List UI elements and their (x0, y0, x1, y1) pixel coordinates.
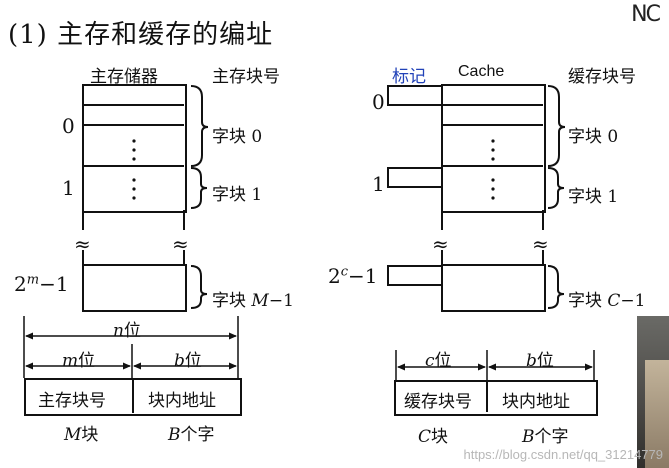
c-bits-var: c (425, 351, 435, 371)
cache-block-last-var: C (607, 291, 621, 311)
ellipsis-dot (491, 148, 495, 152)
ellipsis-dot (132, 148, 136, 152)
cache-address-block-field: 缓存块号 (404, 392, 472, 412)
cache-address-offset-field: 块内地址 (502, 392, 570, 412)
cache-label: Cache (458, 63, 505, 80)
main-break-mark-left: ≈ (74, 232, 91, 256)
cache-row-last-base: 2 (328, 264, 341, 288)
cache-brace-block-1 (547, 167, 565, 209)
presenter-figure (645, 360, 669, 468)
ellipsis-dot (132, 139, 136, 143)
cache-word-count: B个字 (522, 422, 569, 447)
cache-row-last: 2c−1 (328, 264, 378, 288)
cache-block-0-label: 字块 0 (568, 127, 619, 147)
main-row-last-suffix: −1 (39, 272, 69, 296)
main-row-0: 0 (62, 114, 75, 138)
main-word-count-var: B (168, 425, 181, 445)
cache-break-mark-right: ≈ (532, 232, 549, 256)
cache-brace-block-0 (547, 85, 566, 167)
corner-mark: NC (631, 2, 661, 27)
ellipsis-dot (132, 196, 136, 200)
tag-label: 标记 (392, 67, 426, 87)
main-memory-label: 主存储器 (90, 67, 158, 87)
cache-address-format (394, 380, 598, 416)
main-row-last-base: 2 (14, 272, 27, 296)
main-block-count-var: M (64, 425, 82, 445)
ellipsis-dot (491, 178, 495, 182)
main-brace-block-last (190, 265, 208, 309)
cache-row-last-exp: c (340, 264, 349, 280)
cache-row-last-suffix: −1 (348, 264, 378, 288)
main-block-last-suffix: −1 (268, 291, 294, 311)
cache-block-last-suffix: −1 (620, 291, 646, 311)
section-heading: (1) 主存和缓存的编址 (8, 20, 274, 50)
cache-block-last-prefix: 字块 (568, 291, 602, 311)
cache-last-block (441, 264, 546, 312)
n-bits-var: n (113, 321, 124, 341)
ellipsis-dot (491, 187, 495, 191)
watermark: https://blog.csdn.net/qq_31214779 (463, 447, 664, 462)
cache-row-1: 1 (372, 172, 385, 196)
main-row-last: 2m−1 (14, 272, 69, 296)
main-block-1-label: 字块 1 (212, 185, 263, 205)
ellipsis-dot (491, 196, 495, 200)
ellipsis-dot (491, 139, 495, 143)
main-row-last-exp: m (26, 272, 40, 288)
main-block-count-unit: 块 (81, 425, 99, 445)
main-address-block-field: 主存块号 (38, 391, 106, 411)
main-block-last-var: M (251, 291, 269, 311)
main-block-last-prefix: 字块 (212, 291, 246, 311)
main-block-last-label: 字块 M−1 (212, 286, 294, 311)
cache-word-count-unit: 个字 (534, 427, 569, 447)
cache-b-bits-var: b (526, 351, 537, 371)
main-brace-block-1 (190, 167, 208, 209)
main-row-1: 1 (62, 176, 75, 200)
cache-block-1-label: 字块 1 (568, 187, 619, 207)
main-address-offset-field: 块内地址 (148, 391, 216, 411)
main-block-0-label: 字块 0 (212, 127, 263, 147)
main-block-count: M块 (64, 420, 98, 445)
cache-break-mark-left: ≈ (432, 232, 449, 256)
main-b-bits-var: b (174, 351, 185, 371)
cache-block-last-label: 字块 C−1 (568, 286, 645, 311)
tag-box-last (387, 265, 443, 286)
main-memory-last-block (82, 264, 187, 312)
ellipsis-dot (491, 157, 495, 161)
main-brace-block-0 (190, 85, 209, 167)
tag-box-0 (387, 85, 443, 106)
cache-block-count: C块 (418, 422, 448, 447)
cache-word-count-var: B (522, 427, 535, 447)
ellipsis-dot (132, 157, 136, 161)
main-block-number-label: 主存块号 (212, 67, 280, 87)
cache-row-0: 0 (372, 90, 385, 114)
main-word-count: B个字 (168, 420, 215, 445)
cache-block-count-unit: 块 (431, 427, 449, 447)
cache-block-number-label: 缓存块号 (568, 67, 636, 87)
cache-block-count-var: C (418, 427, 432, 447)
ellipsis-dot (132, 187, 136, 191)
cache-brace-block-last (547, 265, 565, 309)
main-word-count-unit: 个字 (180, 425, 215, 445)
tag-box-1 (387, 167, 443, 188)
ellipsis-dot (132, 178, 136, 182)
